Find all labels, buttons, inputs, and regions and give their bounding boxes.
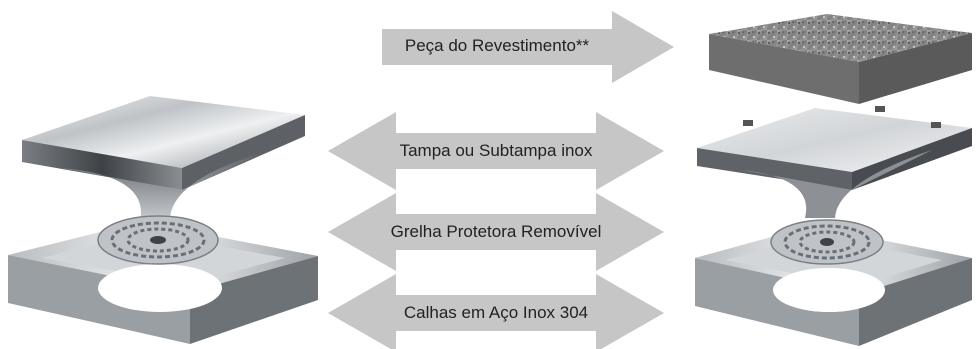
gutter-frame-right [859,258,972,346]
lid-side-front [22,140,182,190]
gutter-frame-front [695,258,859,346]
gutter-frame-front [8,255,190,344]
label-lid: Tampa ou Subtampa inox [399,141,593,160]
arrow-double-gutter [328,274,664,349]
gutter-frame-right [190,256,318,344]
arrow-double-grate [328,193,664,271]
label-coating: Peça do Revestimento** [404,36,590,55]
arrow-double-lid [328,112,664,190]
label-grate: Grelha Protetora Removível [390,222,602,241]
arrow-right-coating [382,11,674,83]
lid-cone [742,150,932,218]
drain-assembly-tiled-lid-icon [695,14,972,346]
lid-top [697,108,972,172]
coating-tile-top [709,14,972,62]
lid-side-right [182,115,305,190]
drain-hole [98,264,222,312]
drain-assembly-steel-lid-icon [8,96,318,344]
label-gutter: Calhas em Aço Inox 304 [403,303,589,322]
coating-tile-right [859,33,972,104]
coating-tile-front [709,34,859,104]
drain-hole [773,268,885,312]
lid-side-front [697,148,852,190]
lid-cone [60,150,270,222]
lid-top [22,96,305,168]
